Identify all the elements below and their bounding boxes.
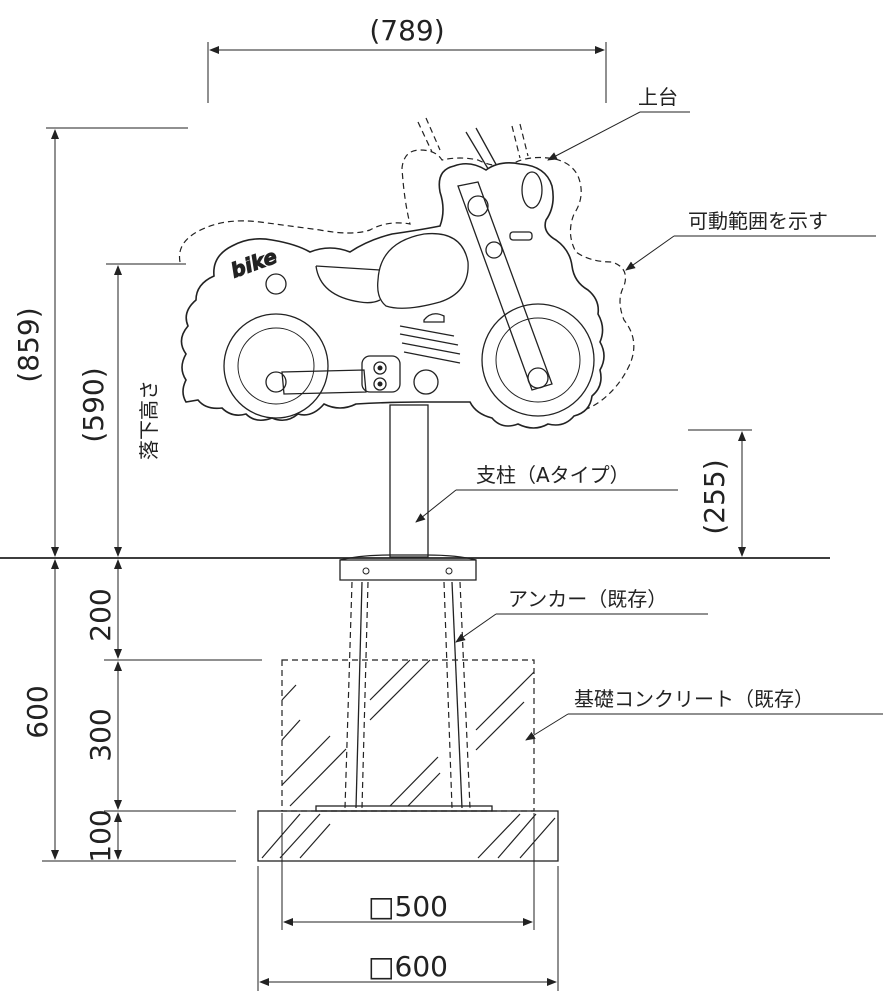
dimension-depths: 200 300 100 600 (21, 559, 262, 863)
base-600-text: □600 (368, 950, 448, 983)
foundation-label: 基礎コンクリート（既存） (574, 687, 814, 711)
leader-post: 支柱（Aタイプ） (415, 463, 678, 523)
leader-anchor: アンカー（既存） (455, 587, 708, 643)
motorcycle-seat: bike (180, 117, 605, 429)
depth-300-text: 300 (84, 708, 117, 761)
seat-label: 上台 (638, 85, 678, 109)
post-label: 支柱（Aタイプ） (476, 463, 630, 487)
dimension-total-height-text: (859) (12, 307, 45, 382)
dimension-top-width: (789) (207, 14, 607, 103)
depth-600-text: 600 (21, 685, 54, 738)
motion-range-outline (178, 149, 635, 415)
dimension-total-height: (859) (12, 127, 188, 557)
dimension-post-height: (255) (688, 429, 752, 557)
depth-100-text: 100 (84, 809, 117, 862)
leader-motion-range: 可動範囲を示す (625, 209, 876, 271)
dimension-fall-height: (590) 落下高さ (77, 263, 186, 557)
leader-seat: 上台 (547, 85, 690, 161)
post (389, 404, 429, 558)
dimension-post-height-text: (255) (698, 459, 731, 534)
grille-lines (399, 325, 461, 364)
depth-200-text: 200 (84, 588, 117, 641)
base-500-text: □500 (368, 890, 448, 923)
leader-foundation: 基礎コンクリート（既存） (525, 687, 883, 741)
fall-height-label: 落下高さ (137, 380, 161, 460)
motion-range-label: 可動範囲を示す (688, 209, 828, 233)
anchor-label: アンカー（既存） (508, 587, 667, 611)
anchors (315, 581, 493, 812)
dimension-fall-height-text: (590) (77, 367, 110, 442)
post-base (339, 554, 477, 581)
dimension-base-widths: □500 □600 (257, 813, 559, 991)
foundation-concrete (257, 659, 559, 862)
dimension-top-width-text: (789) (369, 14, 444, 47)
